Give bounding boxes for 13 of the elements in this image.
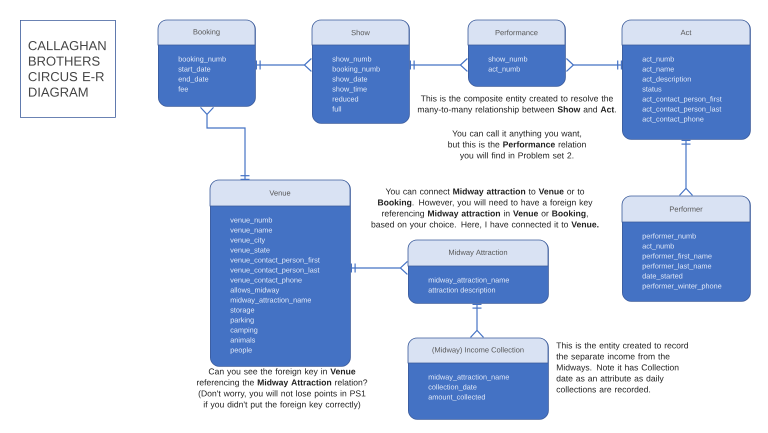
relationship-line <box>470 304 484 338</box>
note-text: This is the entity created to record the separate income from the Midways. Note it has Collection date as an attribute as daily collections are recorded. <box>556 342 688 392</box>
title-box: CALLAGHAN BROTHERS CIRCUS E-R DIAGRAM <box>20 20 116 118</box>
relationship-line <box>350 261 408 275</box>
relationship-line <box>256 58 312 72</box>
note-text: You can connect Midway attraction to Venue or to Booking. However, you will need to have a foreign key referencing Midway attraction in Venue or Booking, based on your choice. Here, I have connected it to Venue. <box>372 188 598 230</box>
relationship-line <box>200 107 250 180</box>
note-text: You can call it anything you want, but this is the Performance relation you will find in Problem set 2. <box>448 130 586 160</box>
relationship-line <box>566 58 622 72</box>
relationship-line <box>410 58 468 72</box>
note-text: This is the composite entity created to resolve the many-to-many relationship between Show and Act. <box>418 95 616 114</box>
note-text: Can you see the foreign key in Venue referencing the Midway Attraction relation? (Don't worry, you will not lose points in PS1 if you didn't put the foreign key correctly) <box>197 368 368 410</box>
relationship-line <box>679 140 693 196</box>
